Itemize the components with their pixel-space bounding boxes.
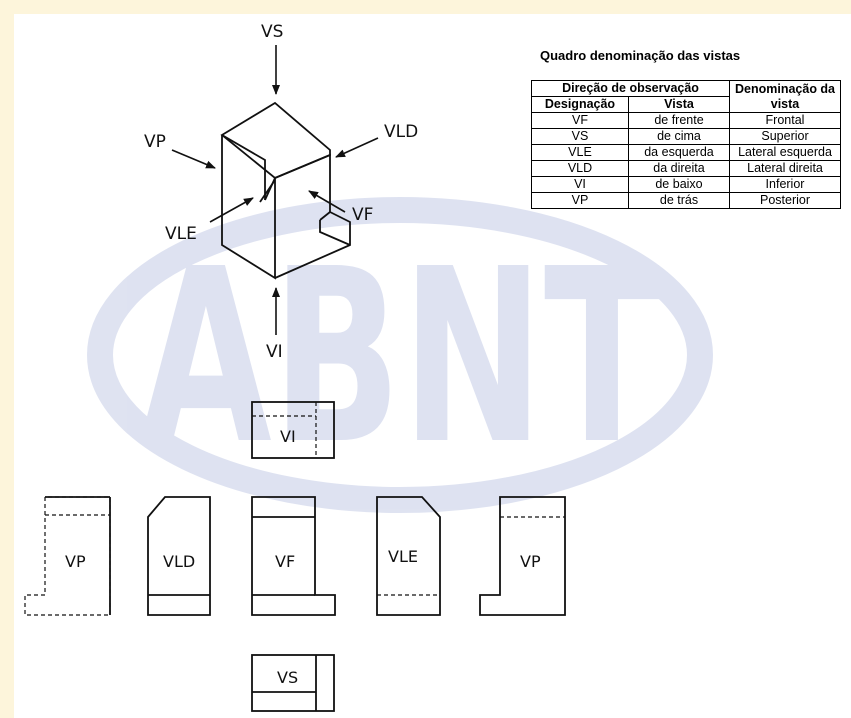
label-vld: VLD: [384, 122, 418, 142]
abnt-logo-watermark: ABNT: [87, 197, 713, 513]
legend-title: Quadro denominação das vistas: [540, 48, 741, 63]
arrow-vf: [308, 190, 346, 213]
cell-name: Superior: [729, 128, 841, 145]
view-label-vld: VLD: [163, 552, 195, 571]
cell-view: de frente: [628, 112, 730, 129]
table-row: VI de baixo Inferior: [531, 176, 841, 193]
cell-name: Posterior: [729, 192, 841, 209]
logo-text: ABNT: [140, 217, 660, 497]
cell-name: Lateral direita: [729, 160, 841, 177]
view-vi: [251, 401, 335, 459]
label-vle: VLE: [165, 224, 197, 244]
view-vle: [376, 496, 441, 616]
view-label-vi: VI: [280, 427, 296, 446]
arrow-vld: [335, 137, 379, 158]
label-vf: VF: [352, 205, 373, 225]
cell-designation: VLD: [531, 160, 629, 177]
cell-name: Inferior: [729, 176, 841, 193]
table-row: VP de trás Posterior: [531, 192, 841, 209]
legend-header-name: Denominação da vista: [729, 80, 841, 113]
legend-table: Direção de observação Denominação da vis…: [531, 80, 841, 209]
label-vp: VP: [144, 132, 166, 152]
cell-name: Frontal: [729, 112, 841, 129]
view-label-vp-left: VP: [65, 552, 86, 571]
cell-designation: VS: [531, 128, 629, 145]
view-label-vp-right: VP: [520, 552, 541, 571]
label-vs: VS: [261, 22, 283, 42]
cell-view: de baixo: [628, 176, 730, 193]
view-vf: [251, 496, 336, 616]
view-label-vs: VS: [277, 668, 298, 687]
legend-header-group: Direção de observação: [531, 80, 730, 97]
view-vp-left: [24, 496, 111, 616]
cell-view: da esquerda: [628, 144, 730, 161]
cell-view: da direita: [628, 160, 730, 177]
cell-designation: VP: [531, 192, 629, 209]
view-vs: [251, 654, 335, 712]
view-label-vf: VF: [275, 552, 295, 571]
arrow-vle: [209, 197, 254, 223]
cell-designation: VI: [531, 176, 629, 193]
legend-col-designation: Designação: [531, 96, 629, 113]
cell-view: de cima: [628, 128, 730, 145]
table-row: VLE da esquerda Lateral esquerda: [531, 144, 841, 161]
isometric-piece: [220, 101, 351, 280]
table-row: VLD da direita Lateral direita: [531, 160, 841, 177]
cell-designation: VF: [531, 112, 629, 129]
table-row: VF de frente Frontal: [531, 112, 841, 129]
table-row: VS de cima Superior: [531, 128, 841, 145]
direction-arrows: [171, 45, 379, 335]
cell-name: Lateral esquerda: [729, 144, 841, 161]
label-vi: VI: [266, 342, 283, 362]
view-vp-right: [479, 496, 566, 616]
legend-col-view: Vista: [628, 96, 730, 113]
cell-view: de trás: [628, 192, 730, 209]
cell-designation: VLE: [531, 144, 629, 161]
view-vld: [147, 496, 211, 616]
arrow-vp: [171, 149, 216, 169]
view-label-vle: VLE: [388, 547, 418, 566]
